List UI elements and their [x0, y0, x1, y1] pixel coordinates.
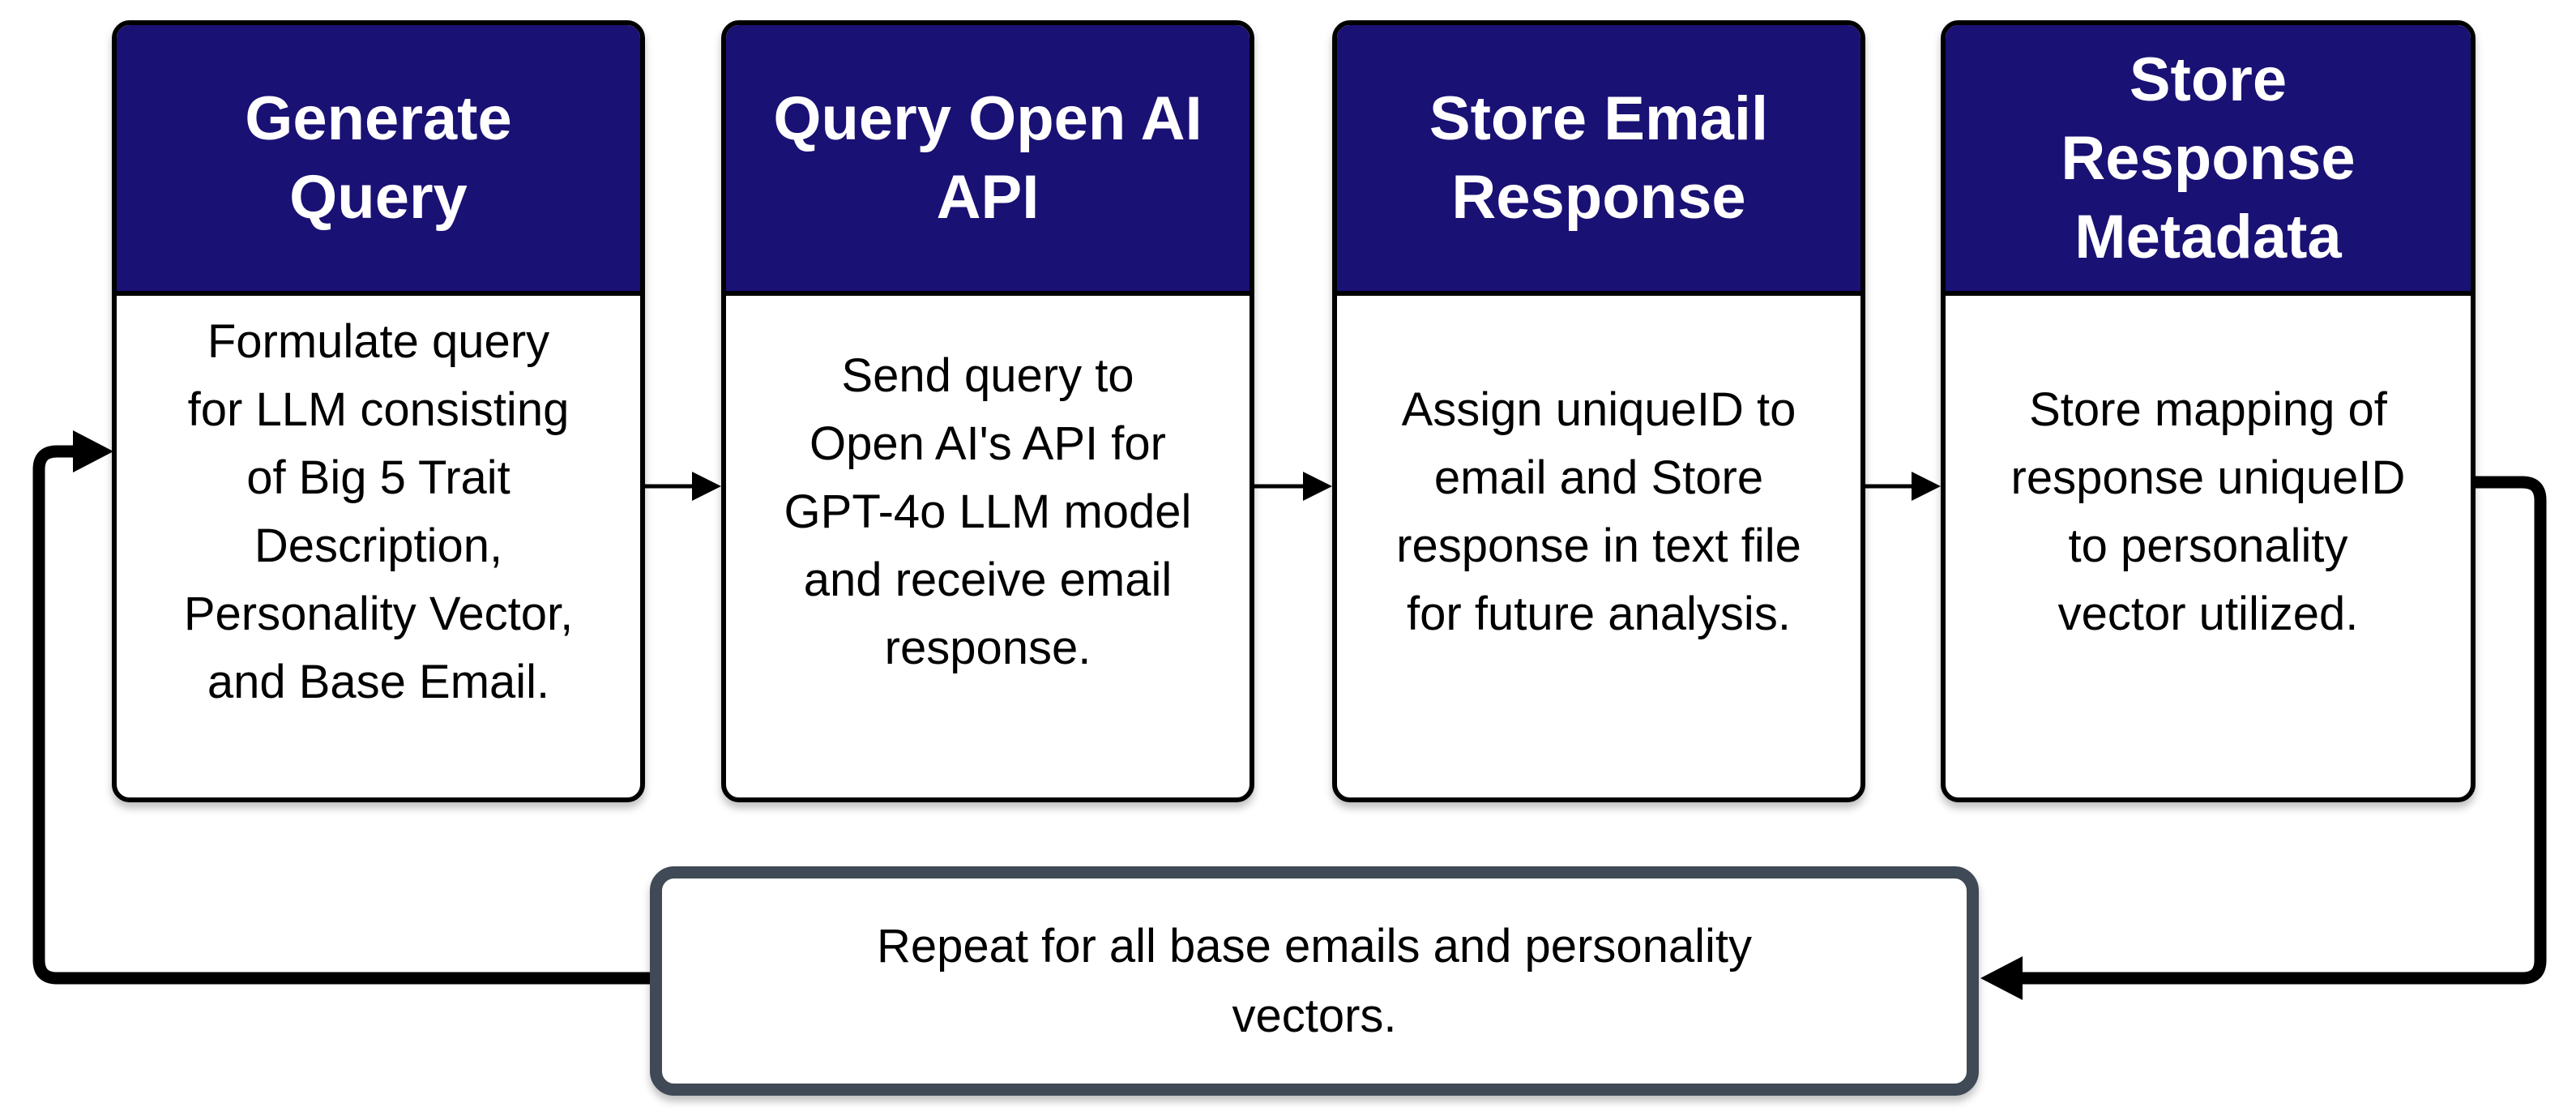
step-description-generate-query: Formulate query for LLM consisting of Bi… [183, 315, 574, 708]
step-description-store-email-response: Assign uniqueID to email and Store respo… [1396, 383, 1801, 640]
step-description-store-response-metadata: Store mapping of response uniqueID to pe… [2010, 383, 2406, 640]
step-title-store-email-response: Store Email Response [1337, 25, 1860, 296]
arrow-step1-to-step2 [645, 472, 721, 501]
loop-note-text: Repeat for all base emails and personali… [876, 919, 1753, 1042]
step-title-store-response-metadata: Store Response Metadata [1946, 25, 2471, 296]
loop-note-box: Repeat for all base emails and personali… [650, 866, 1979, 1096]
arrow-step3-to-step4 [1865, 472, 1941, 501]
step-title-query-openai-api: Query Open AI API [726, 25, 1250, 296]
step-title-generate-query: Generate Query [117, 25, 640, 296]
flow-step-query-openai-api: Query Open AI API Send query to Open AI'… [721, 20, 1254, 802]
flow-step-store-email-response: Store Email Response Assign uniqueID to … [1332, 20, 1865, 802]
arrow-step2-to-step3 [1254, 472, 1332, 501]
flow-step-generate-query: Generate Query Formulate query for LLM c… [112, 20, 645, 802]
step-description-query-openai-api: Send query to Open AI's API for GPT-4o L… [784, 349, 1192, 674]
flow-step-store-response-metadata: Store Response Metadata Store mapping of… [1941, 20, 2476, 802]
